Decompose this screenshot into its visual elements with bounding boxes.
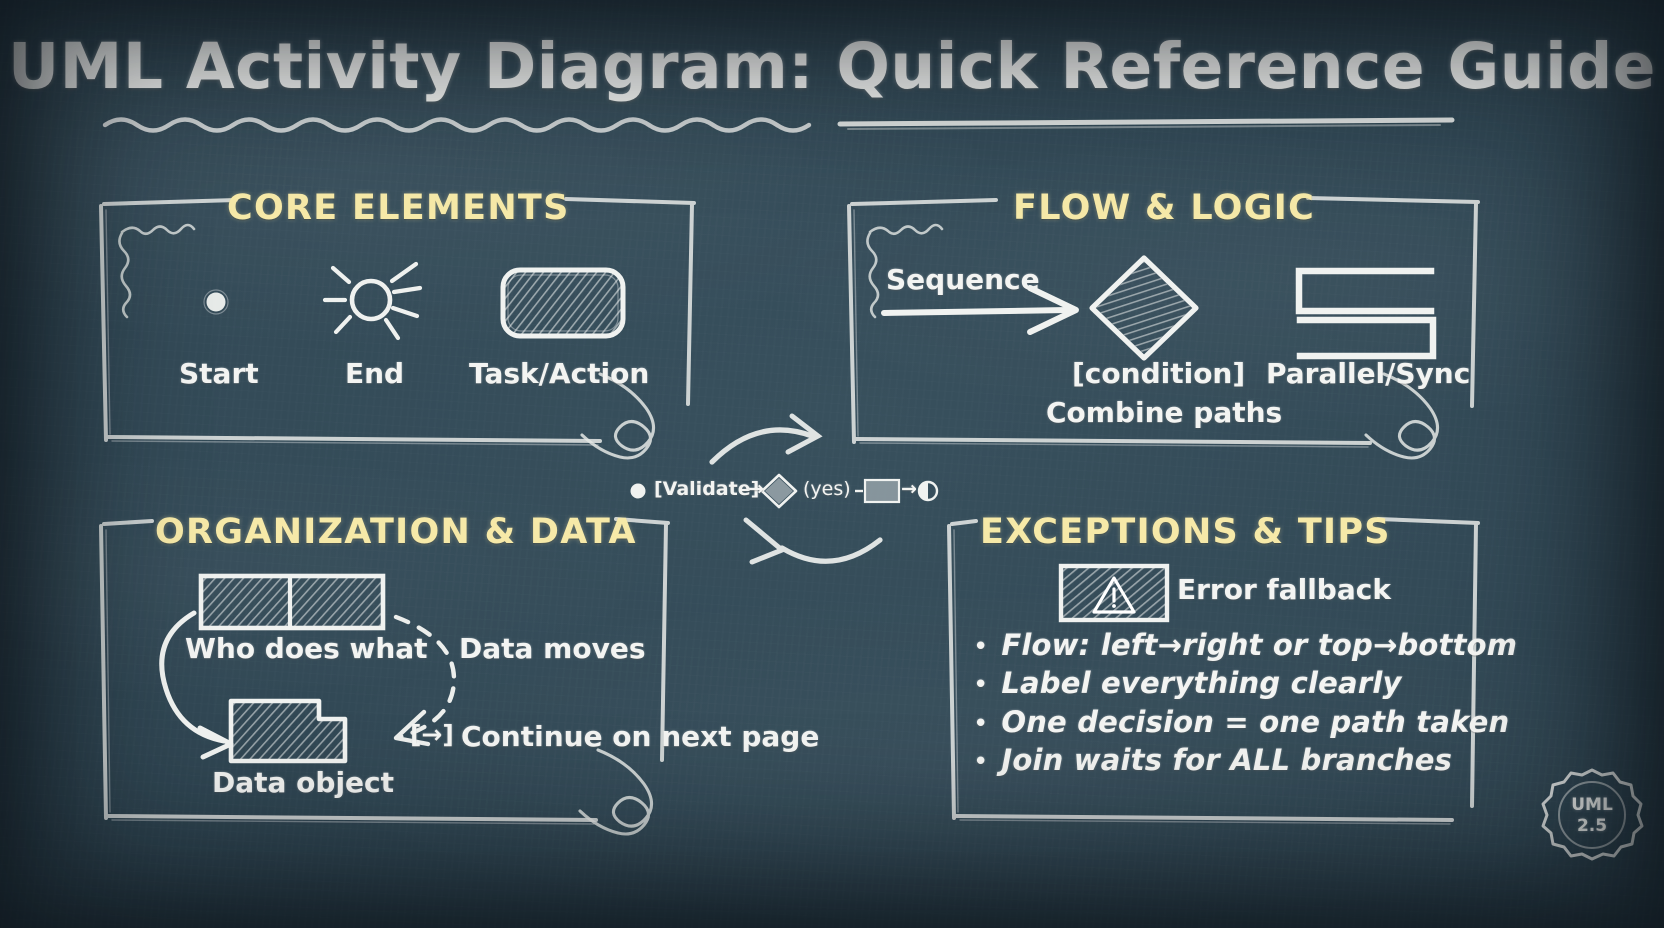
flow-logic-glyphs [881, 255, 1437, 361]
tip-bullet-icon: • [973, 708, 989, 739]
uml-version-seal: UML 2.5 [1538, 762, 1646, 874]
label-who-does-what: Who does what [185, 632, 428, 665]
tip-bullet-icon: • [973, 670, 989, 701]
organization-data-glyphs [159, 573, 457, 764]
label-condition: [condition] [1072, 357, 1246, 390]
mini-flow-arrow-1: → [748, 478, 764, 500]
panel-heading-core-elements: CORE ELEMENTS [227, 188, 570, 228]
tip-bullet-icon: • [973, 746, 989, 777]
tip-item: • Join waits for ALL branches [973, 742, 1517, 777]
panel-frames [99, 196, 1480, 825]
swimlane-partition-icon [198, 573, 386, 631]
control-flow-curved-arrow-icon [159, 610, 234, 760]
label-task-action: Task/Action [469, 357, 650, 390]
warning-triangle-icon [1058, 563, 1170, 623]
mini-action-box-icon [863, 478, 901, 504]
corner-flourishes [118, 223, 1440, 836]
center-curved-arrows [709, 413, 883, 565]
tip-item: • Flow: left→right or top→bottom [973, 630, 1517, 661]
tip-text: Label everything clearly [1001, 666, 1402, 701]
tips-list: • Flow: left→right or top→bottom • Label… [973, 630, 1517, 776]
panel-heading-exceptions-tips: EXCEPTIONS & TIPS [980, 512, 1391, 552]
final-node-sunburst-icon [322, 261, 423, 341]
connector-offpage-icon: [→] [410, 720, 454, 749]
tip-text: Flow: left→right or top→bottom [1001, 628, 1518, 662]
tip-bullet-icon: • [973, 632, 989, 662]
mini-final-node-icon [917, 480, 939, 502]
label-continue-next-page: Continue on next page [461, 720, 820, 753]
seal-line-1: UML [1571, 795, 1613, 815]
title-underline [102, 117, 1455, 133]
label-data-object: Data object [212, 766, 395, 799]
mini-flow-glyphs [630, 473, 939, 509]
dashed-object-flow-icon [393, 614, 457, 747]
label-error-fallback: Error fallback [1177, 573, 1391, 606]
decision-diamond-icon [1089, 255, 1199, 361]
label-end: End [345, 357, 405, 390]
label-start: Start [179, 357, 259, 390]
label-data-moves: Data moves [459, 632, 646, 665]
tip-item: • One decision = one path taken [973, 704, 1517, 739]
mini-flow-guard-yes: (yes) [803, 478, 851, 500]
fork-join-bars-icon [1295, 267, 1437, 360]
mini-flow-arrow-2: → [901, 478, 917, 500]
mini-initial-node-icon [630, 483, 646, 499]
tip-item: • Label everything clearly [973, 668, 1517, 699]
mini-flow-guard-validate: [Validate] [654, 478, 760, 500]
exceptions-glyphs [1058, 563, 1170, 623]
control-flow-arrow-icon [881, 285, 1079, 335]
mini-decision-diamond-icon [760, 473, 798, 509]
data-object-note-icon [228, 698, 348, 764]
panel-heading-flow-logic: FLOW & LOGIC [1013, 188, 1316, 228]
page-title: UML Activity Diagram: Quick Reference Gu… [7, 30, 1657, 103]
tip-text: Join waits for ALL branches [1001, 742, 1453, 777]
label-combine-paths: Combine paths [1046, 396, 1283, 429]
panel-heading-organization-data: ORGANIZATION & DATA [155, 512, 637, 552]
label-parallel-sync: Parallel/Sync [1266, 357, 1471, 390]
action-rounded-rect-icon [500, 267, 626, 339]
seal-line-2: 2.5 [1576, 816, 1608, 836]
tip-text: One decision = one path taken [1001, 704, 1510, 739]
core-elements-glyphs [203, 261, 626, 341]
initial-node-dot-icon [203, 289, 229, 315]
seal-rosette-icon [1541, 768, 1644, 861]
label-sequence: Sequence [886, 263, 1040, 296]
